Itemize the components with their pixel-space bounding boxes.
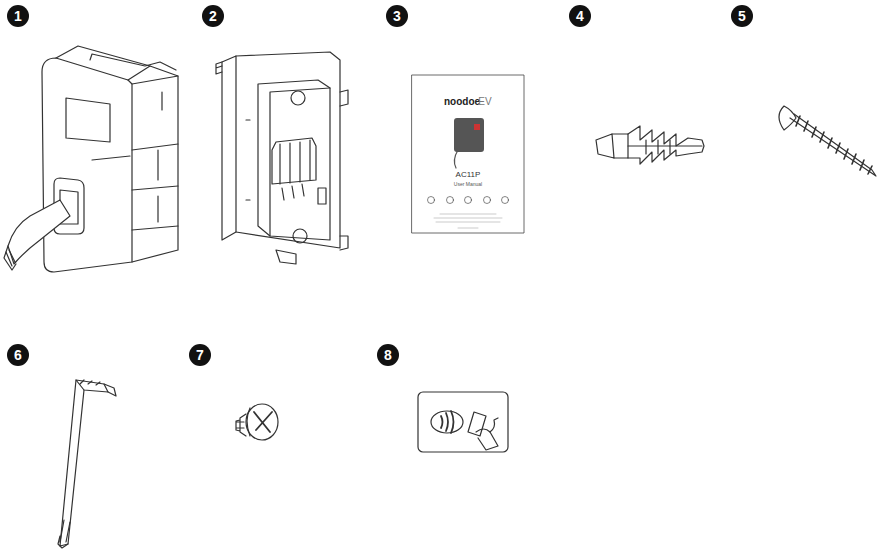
callout-number: 4 (569, 5, 591, 27)
callout-number: 8 (377, 344, 399, 366)
callout-number: 7 (189, 344, 211, 366)
manual-cover-text: noodoe (444, 96, 480, 108)
manual-drawing (412, 75, 524, 233)
manual-cover-text: EV (478, 96, 491, 108)
manual-cover-text: AC11P (456, 170, 481, 180)
callout-number: 6 (7, 344, 29, 366)
charger-drawing (4, 46, 178, 272)
nfc-card-drawing (418, 392, 508, 452)
wall-anchor-drawing (596, 126, 704, 164)
screw-drawing (779, 106, 876, 176)
callout-number: 5 (731, 5, 753, 27)
callout-number: 2 (202, 5, 224, 27)
manual-cover-text: User Manual (454, 181, 482, 188)
bracket-drawing (216, 52, 348, 264)
machine-screw-drawing (236, 404, 278, 440)
callout-number: 3 (386, 5, 408, 27)
allen-key-drawing (58, 380, 116, 548)
callout-number: 1 (7, 5, 29, 27)
